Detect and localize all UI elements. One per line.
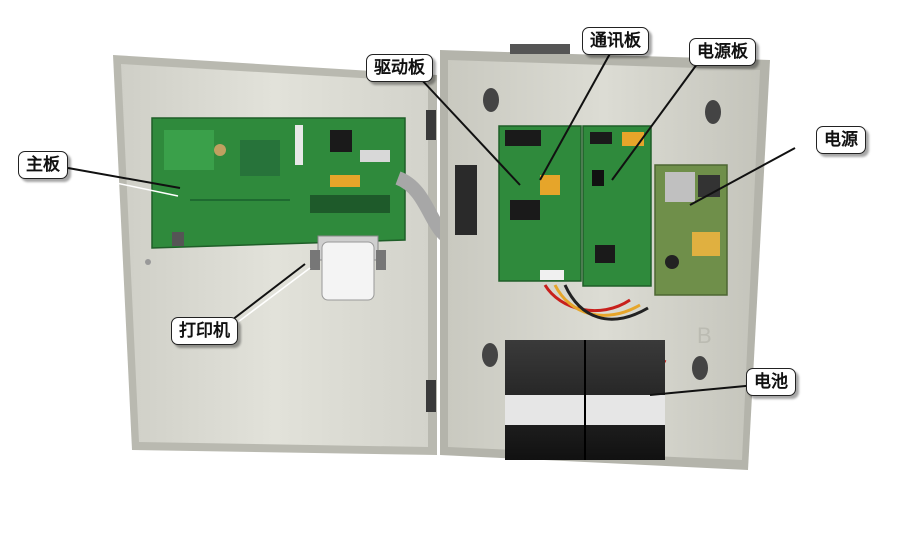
drive-board-pcb bbox=[498, 125, 582, 282]
cabinet-door bbox=[113, 55, 437, 455]
callout-printer: 打印机 bbox=[171, 317, 238, 345]
power-board-pcb bbox=[582, 125, 652, 287]
callout-battery: 电池 bbox=[746, 368, 796, 396]
main-board-pcb bbox=[151, 117, 406, 249]
callout-comm-board: 通讯板 bbox=[582, 27, 649, 55]
callout-drive-board: 驱动板 bbox=[366, 54, 433, 82]
leader-lines bbox=[63, 49, 796, 396]
battery-pack bbox=[505, 340, 665, 460]
callout-power-board: 电源板 bbox=[689, 38, 756, 66]
cabinet-stamp-glyph: B bbox=[697, 323, 712, 348]
callout-main-board: 主板 bbox=[18, 151, 68, 179]
printer-unit bbox=[310, 235, 386, 301]
power-supply-unit bbox=[654, 164, 728, 296]
callout-power-supply: 电源 bbox=[816, 126, 866, 154]
